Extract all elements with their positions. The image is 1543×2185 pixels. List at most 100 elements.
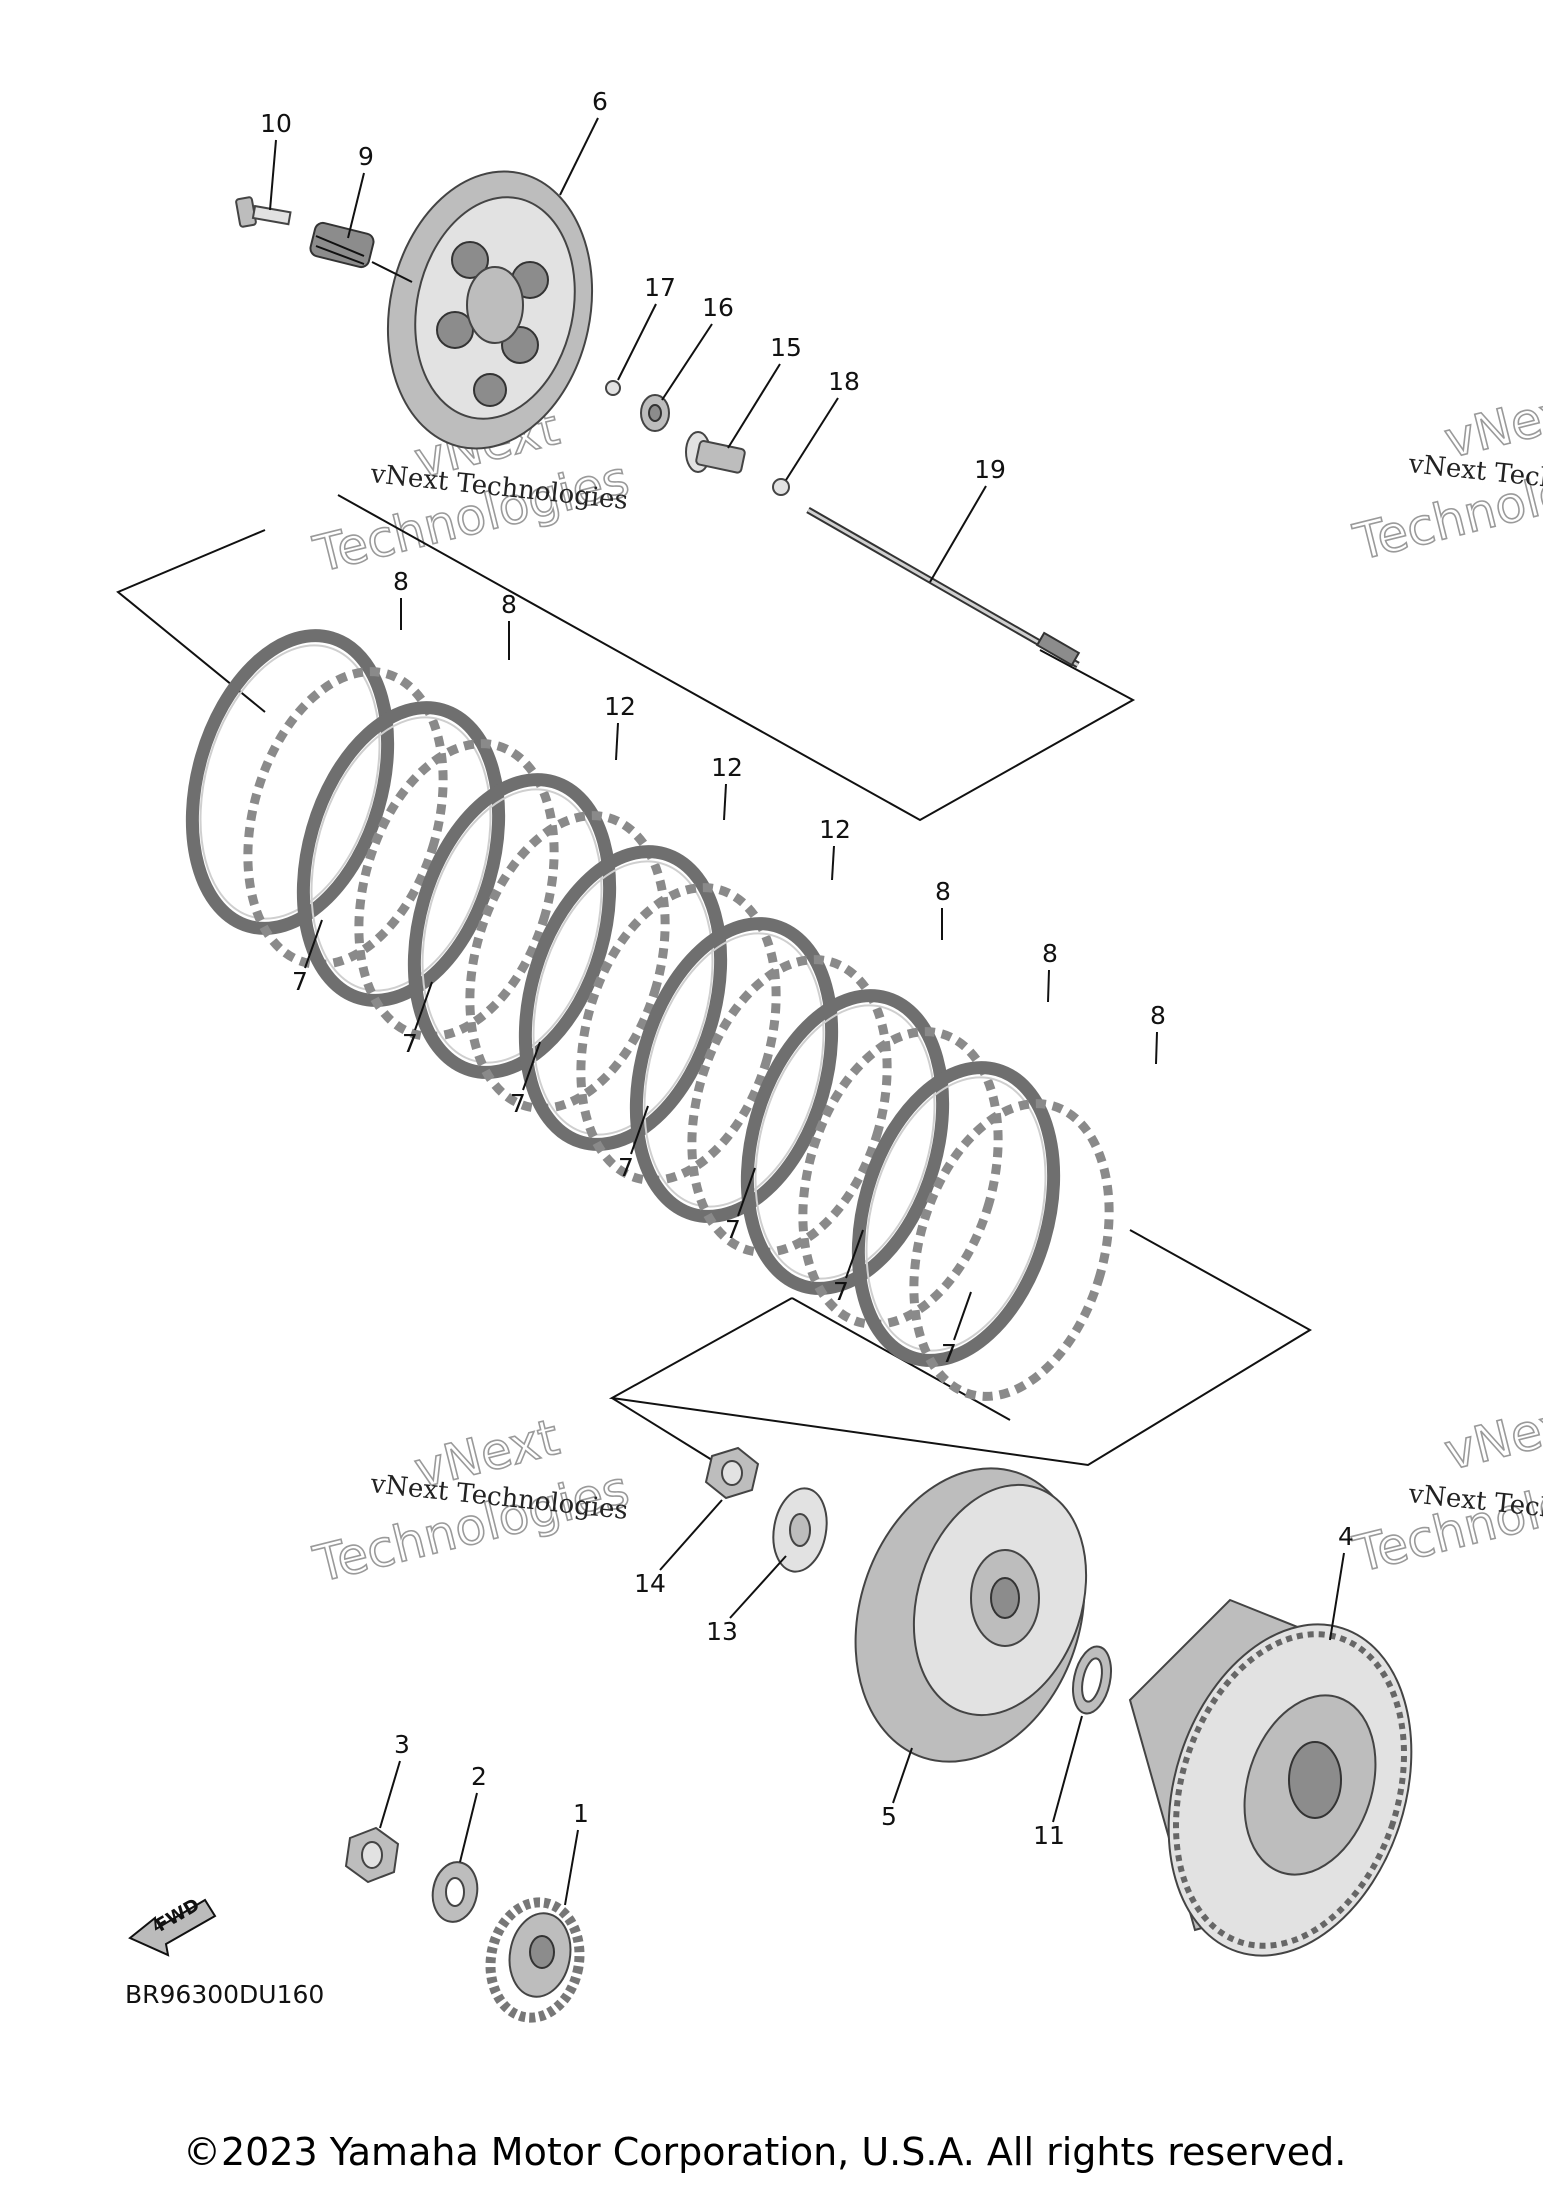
watermark-bottom-left: vNext Technologies vNext Technologies (307, 1407, 635, 1594)
lock-nut (704, 1446, 760, 1500)
gear-washer (431, 1861, 479, 1923)
part-callout-label: 3 (394, 1730, 410, 1759)
part-callout-label: 7 (941, 1339, 957, 1368)
callout-leader-line (304, 919, 323, 969)
part-callout-label: 9 (358, 142, 374, 171)
part-callout-label: 2 (471, 1762, 487, 1791)
forward-direction-arrow: FWD (128, 1895, 217, 1957)
part-callout-label: 7 (833, 1277, 849, 1306)
callout-leader-line (831, 845, 835, 881)
part-callout-label: 16 (702, 293, 734, 322)
clutch-spring (309, 221, 375, 269)
callout-leader-line (379, 1760, 401, 1829)
clutch-plate (909, 1099, 1114, 1401)
push-rod-end (685, 431, 746, 474)
watermark-bottom-right: vNext Technologies vNext Technologies (1347, 1389, 1543, 1584)
part-callout-label: 7 (510, 1089, 526, 1118)
part-callout-label: 8 (1042, 939, 1058, 968)
steel-ball (772, 478, 790, 496)
part-callout-label: 12 (604, 692, 636, 721)
callout-leader-line (1329, 1552, 1345, 1641)
diagram-code: BR96300DU160 (125, 1980, 324, 2009)
clutch-boss (854, 1467, 1088, 1763)
part-callout-label: 18 (828, 367, 860, 396)
callout-leader-line (522, 1041, 541, 1091)
clutch-plate (798, 1027, 1003, 1329)
friction-plate (296, 701, 506, 1007)
callout-leader-line (661, 323, 713, 401)
part-callout-label: 19 (974, 455, 1006, 484)
watermark-top-right: vNext Technologies vNext Technologies (1347, 377, 1543, 572)
lower-bracket-tick (611, 1397, 713, 1461)
part-callout-label: 7 (725, 1215, 741, 1244)
gear-nut (344, 1826, 400, 1884)
part-callout-label: 6 (592, 87, 608, 116)
callout-leader-line (630, 1105, 649, 1155)
clutch-plate (465, 811, 670, 1113)
thrust-washer (1072, 1645, 1112, 1715)
part-callout-label: 12 (711, 753, 743, 782)
clutch-plate (243, 667, 448, 969)
callout-leader-line (269, 139, 277, 211)
clutch-plate (354, 739, 559, 1041)
callout-leader-line (723, 783, 727, 821)
part-callout-label: 13 (706, 1617, 738, 1646)
friction-plate (518, 845, 728, 1151)
callout-leader-line (615, 722, 619, 761)
part-callout-label: 1 (573, 1799, 589, 1828)
bearing (640, 394, 670, 432)
ball (605, 380, 621, 396)
callout-leader-line (929, 485, 987, 583)
copyright-notice: ©2023 Yamaha Motor Corporation, U.S.A. A… (183, 2130, 1346, 2174)
callout-leader-line (892, 1747, 913, 1804)
pressure-plate (386, 170, 594, 450)
callout-leader-line (1155, 1031, 1158, 1065)
part-callout-label: 10 (260, 109, 292, 138)
part-callout-label: 7 (402, 1029, 418, 1058)
part-callout-label: 12 (819, 815, 851, 844)
part-callout-label: 14 (634, 1569, 666, 1598)
part-callout-label: 8 (1150, 1001, 1166, 1030)
upper-assembly-bracket (116, 529, 266, 713)
part-callout-label: 7 (292, 967, 308, 996)
callout-leader-line (1052, 1715, 1083, 1823)
part-callout-label: 7 (618, 1153, 634, 1182)
friction-plate (185, 629, 395, 935)
callout-leader-line (459, 1792, 478, 1863)
part-callout-label: 5 (881, 1802, 897, 1831)
watermark-big-word-1: vNext (1439, 1390, 1543, 1482)
clutch-housing (1128, 1598, 1413, 1957)
callout-leader-line (727, 363, 781, 449)
part-callout-label: 17 (644, 273, 676, 302)
part-callout-label: 4 (1338, 1522, 1354, 1551)
friction-plate (851, 1061, 1061, 1367)
clutch-plate (687, 955, 892, 1257)
callout-leader-line (659, 1499, 723, 1571)
callout-leader-line (347, 172, 365, 239)
callout-labels: 1096171615181988121212888777777714134511… (260, 87, 1354, 1906)
clutch-plate (576, 883, 781, 1185)
bolt (235, 196, 292, 228)
upper-assembly-bracket-right (337, 494, 1136, 822)
primary-drive-gear (485, 1897, 585, 2023)
friction-plate (740, 989, 950, 1295)
callout-leader-line (617, 303, 657, 381)
callout-leader-line (414, 981, 433, 1031)
part-callout-label: 8 (935, 877, 951, 906)
part-callout-label: 8 (501, 590, 517, 619)
part-callout-label: 8 (393, 567, 409, 596)
clutch-plate-stack (185, 629, 1114, 1401)
callout-leader-line (737, 1167, 756, 1217)
push-rod (806, 506, 1081, 669)
callout-leader-line (845, 1229, 864, 1279)
spring-axis-line (371, 261, 413, 283)
lock-washer (772, 1487, 828, 1573)
callout-leader-line (953, 1291, 972, 1341)
callout-leader-line (559, 117, 599, 196)
part-callout-label: 15 (770, 333, 802, 362)
friction-plate (629, 917, 839, 1223)
callout-leader-line (1047, 969, 1050, 1003)
friction-plate (407, 773, 617, 1079)
part-callout-label: 11 (1033, 1821, 1065, 1850)
